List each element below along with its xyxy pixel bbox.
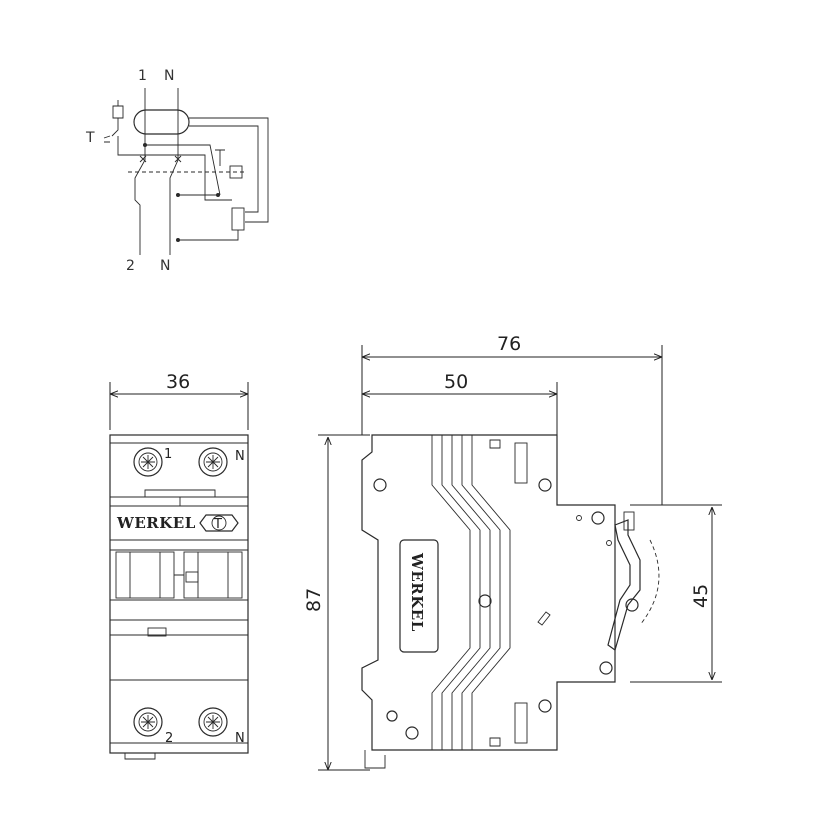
pin — [576, 515, 582, 521]
neutral-conductor — [169, 88, 179, 255]
side-toggle-lever[interactable] — [607, 511, 660, 651]
toggle-handles[interactable] — [115, 551, 243, 599]
schematic-label-n-bottom: N — [160, 258, 170, 274]
terminal-label-n-bottom: N — [235, 731, 245, 746]
front-terminal-bridge — [144, 489, 216, 506]
terminal-label-n-top: N — [235, 449, 245, 464]
terminal-label-2: 2 — [165, 731, 173, 746]
test-button-symbol — [103, 135, 111, 143]
contact-marks — [139, 155, 182, 163]
junction-dot — [216, 193, 220, 197]
terminal-label-1: 1 — [164, 447, 172, 462]
pin — [606, 540, 612, 546]
junction-dot — [176, 238, 180, 242]
rivet — [591, 511, 605, 525]
side-ribs — [431, 435, 511, 750]
schematic-label-1: 1 — [138, 68, 147, 84]
front-brand-logo: WERKEL — [116, 514, 196, 532]
height-dimension-value: 87 — [303, 588, 325, 612]
terminal-screw-top-right — [198, 447, 228, 477]
total-depth-dimension-value: 76 — [497, 333, 521, 355]
trip-relay — [229, 165, 243, 179]
vent-slot — [514, 702, 528, 744]
trip-switch — [215, 149, 225, 166]
sensor-loop-outer — [189, 117, 269, 223]
wiring-schematic: 1 N 2 N T — [85, 68, 269, 274]
rivet — [599, 661, 613, 675]
rivet — [373, 478, 387, 492]
vent-slot — [514, 442, 528, 484]
test-circuit — [111, 100, 232, 201]
junction-dot — [176, 193, 180, 197]
electronic-module — [231, 207, 245, 231]
hole — [386, 710, 398, 722]
schematic-label-test: T — [85, 130, 95, 146]
side-body-outline — [361, 434, 616, 751]
front-din-clip — [124, 753, 156, 760]
width-dimension-value: 36 — [166, 371, 190, 393]
side-brand-logo: WERKEL — [408, 552, 426, 632]
side-view: 76 50 87 45 WERKEL — [303, 333, 722, 771]
junction-dot — [143, 143, 147, 147]
rivet — [538, 478, 552, 492]
indicator-slot — [537, 611, 551, 626]
body-depth-dimension-value: 50 — [444, 371, 468, 393]
rivet — [405, 726, 419, 740]
front-height-dimension-value: 45 — [690, 584, 712, 608]
sensor-loop-inner — [189, 125, 259, 213]
phase-conductor — [134, 88, 146, 255]
terminal-screw-bottom-left — [133, 707, 163, 737]
test-button[interactable]: T — [199, 514, 239, 532]
terminal-screw-bottom-right — [198, 707, 228, 737]
module-wiring — [145, 144, 239, 241]
side-din-clip — [364, 750, 386, 769]
residual-current-toroid — [133, 109, 190, 135]
schematic-label-2: 2 — [126, 258, 135, 274]
status-window — [147, 627, 167, 637]
terminal-screw-top-left — [133, 447, 163, 477]
test-button-label: T — [213, 517, 222, 532]
rivet — [538, 699, 552, 713]
front-body-outline — [109, 434, 249, 754]
front-view: 36 1 N WERKEL T — [109, 371, 249, 760]
side-brand-plate — [399, 539, 439, 653]
latch-tabs — [489, 439, 501, 747]
rivet — [478, 594, 492, 608]
schematic-label-n-top: N — [164, 68, 174, 84]
